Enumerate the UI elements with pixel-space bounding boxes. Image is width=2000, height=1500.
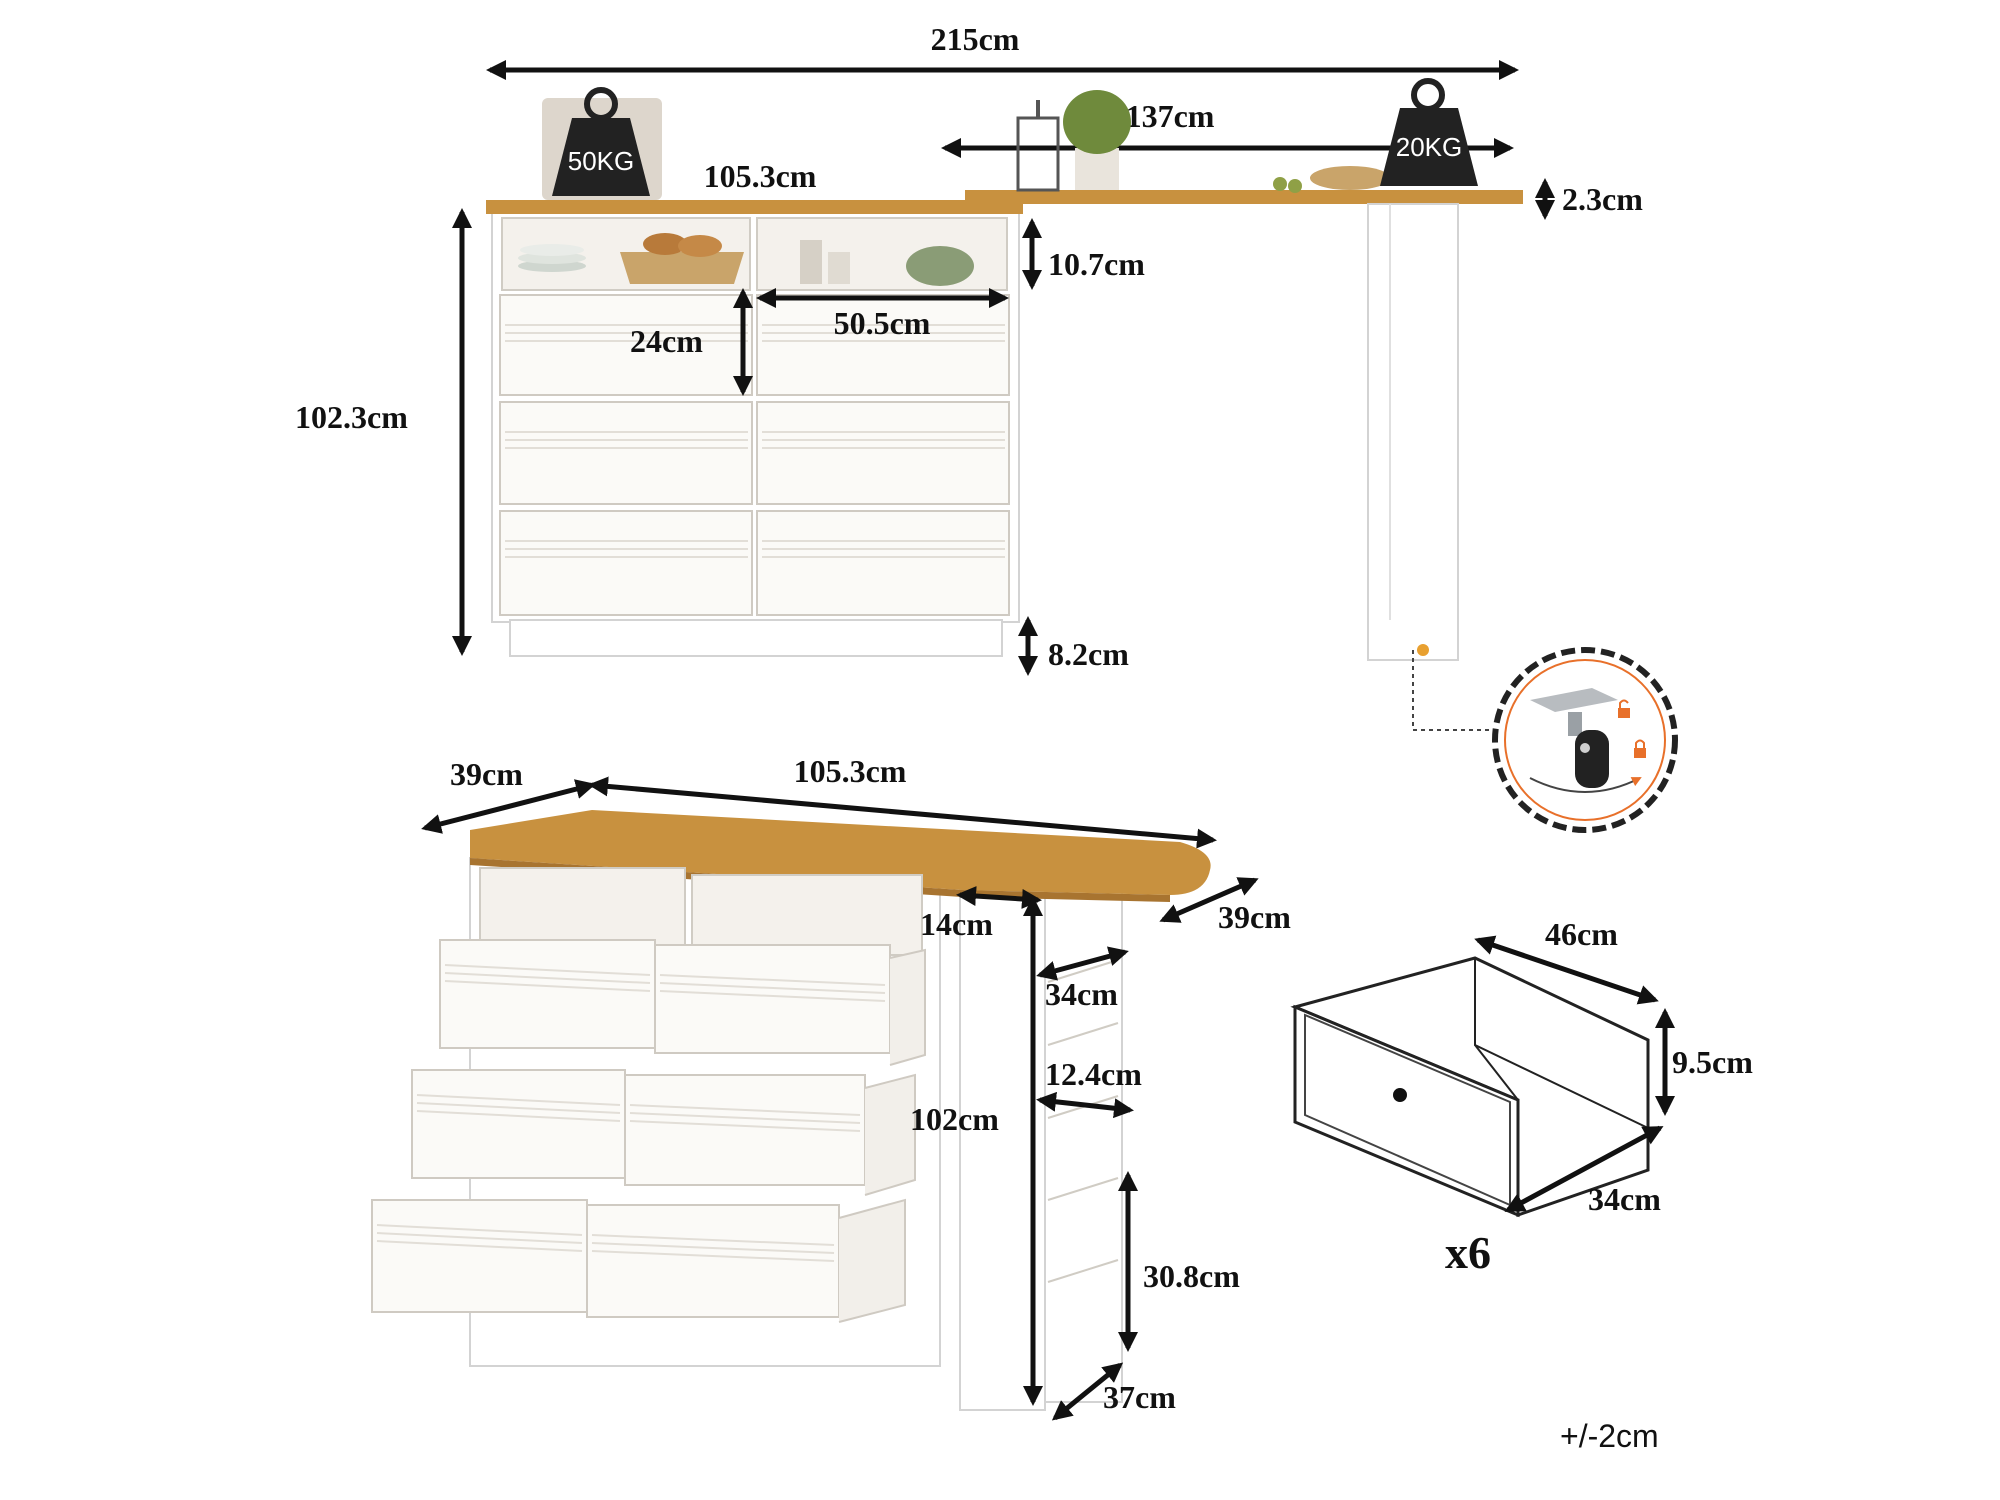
drawer-height-label: 24cm [630, 323, 703, 359]
drawer-count-label: x6 [1445, 1227, 1491, 1278]
side-depth-label: 39cm [1218, 899, 1291, 935]
drawer-detail: 46cm 9.5cm 34cm x6 [1290, 916, 1753, 1278]
extension-table [965, 190, 1523, 661]
side-height-label: 102cm [910, 1101, 999, 1137]
inner-drawer-depth-label: 34cm [1588, 1181, 1661, 1217]
shelf-height-label: 10.7cm [1048, 246, 1145, 282]
open-drawers [371, 939, 926, 1323]
bottom-compact-view: 39cm 105.3cm [371, 753, 1291, 1421]
side-base-depth-label: 37cm [1103, 1379, 1176, 1415]
side-shelf-gap-label: 12.4cm [1045, 1056, 1142, 1092]
drawer-width-label: 50.5cm [834, 305, 931, 341]
side-lower-height-label: 30.8cm [1143, 1258, 1240, 1294]
cabinet-width-bottom-label: 105.3cm [794, 753, 907, 789]
side-shelf-depth-label: 34cm [1045, 976, 1118, 1012]
caster-wheel-icon [1492, 647, 1678, 833]
inner-drawer-width-label: 46cm [1545, 916, 1618, 952]
total-height-label: 102.3cm [295, 399, 408, 435]
top-thickness-label: 2.3cm [1562, 181, 1643, 217]
weight-icon: 50KG [542, 87, 662, 200]
weight-icon: 20KG [1380, 78, 1478, 186]
unlock-icon [1618, 699, 1630, 718]
inner-drawer-height-label: 9.5cm [1672, 1044, 1753, 1080]
cabinet-front [486, 200, 1023, 657]
leg-width-label: 14cm [920, 906, 993, 942]
weight-50kg-label: 50KG [568, 146, 635, 176]
tolerance-note: +/-2cm [1560, 1418, 1659, 1454]
cabinet-width-label: 105.3cm [704, 158, 817, 194]
top-assembly-view: 215cm 137cm [295, 21, 1678, 833]
weight-20kg-label: 20KG [1396, 132, 1463, 162]
base-height-label: 8.2cm [1048, 636, 1129, 672]
total-length-label: 215cm [931, 21, 1020, 57]
depth-label: 39cm [450, 756, 523, 792]
extension-length-label: 137cm [1126, 98, 1215, 134]
lock-icon [1634, 739, 1646, 758]
